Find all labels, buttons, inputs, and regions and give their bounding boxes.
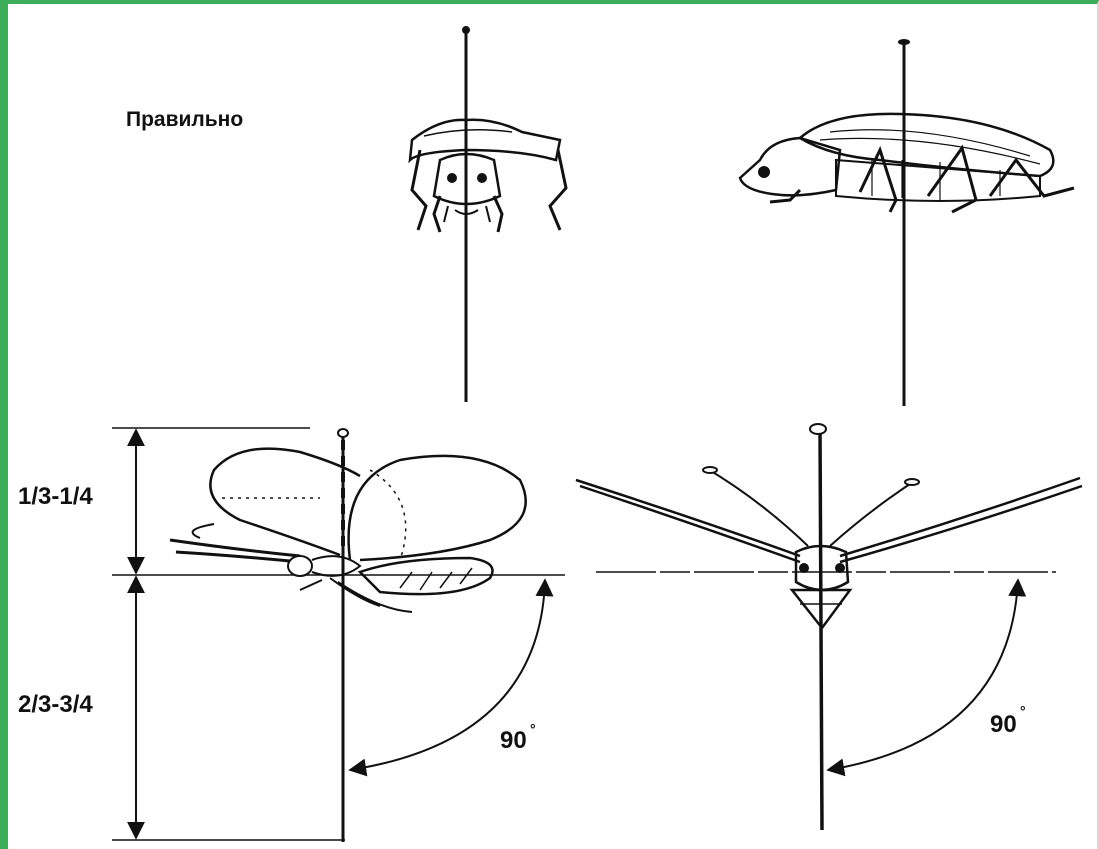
pin-head bbox=[338, 429, 348, 437]
angle-arc-right bbox=[828, 580, 1018, 770]
angle-right-label: 90 bbox=[990, 711, 1017, 738]
pin-head bbox=[462, 26, 470, 34]
pin-head bbox=[898, 39, 910, 45]
correct-label: Правильно bbox=[126, 108, 243, 131]
angle-right-degree: ° bbox=[1020, 703, 1026, 719]
angle-left-degree: ° bbox=[530, 721, 536, 737]
butterfly-side-view-illustration bbox=[112, 428, 565, 842]
angle-left-label: 90 bbox=[500, 727, 527, 754]
beetle-front-view-illustration bbox=[410, 26, 566, 402]
pin-head bbox=[810, 424, 826, 434]
pin bbox=[820, 430, 822, 830]
lower-ratio-label: 2/3-3/4 bbox=[18, 691, 93, 718]
butterfly-front-view-illustration bbox=[576, 424, 1082, 830]
upper-ratio-label: 1/3-1/4 bbox=[18, 483, 93, 510]
beetle-side-view-illustration bbox=[740, 39, 1074, 406]
